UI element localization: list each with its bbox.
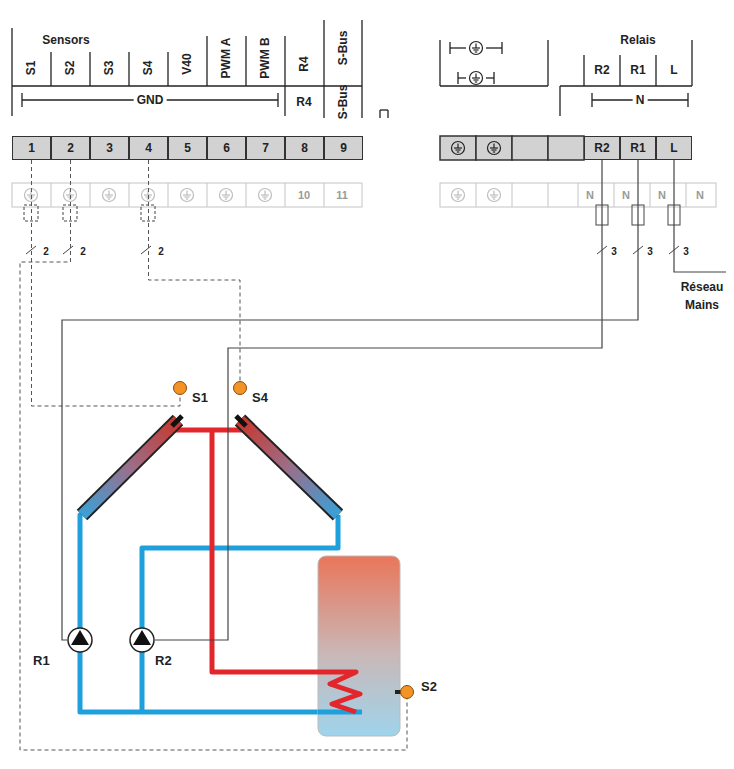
terminal-number: 2 bbox=[67, 141, 74, 155]
panel-label: 11 bbox=[336, 190, 348, 201]
terminal-number: R1 bbox=[630, 141, 645, 155]
terminal-name: S-Bus bbox=[337, 85, 349, 120]
terminal-number: L bbox=[670, 141, 677, 155]
terminal-box: 8 bbox=[285, 136, 324, 160]
terminal-number: 8 bbox=[301, 141, 308, 155]
terminal-name: PWM B bbox=[259, 37, 271, 78]
terminal-name: R4 bbox=[298, 56, 310, 71]
sensor-cable bbox=[149, 160, 241, 381]
cable-clamps bbox=[24, 205, 680, 254]
terminal-number: 6 bbox=[223, 141, 230, 155]
pump-icon bbox=[129, 627, 155, 653]
relay-cable bbox=[62, 160, 638, 640]
terminal-name: S3 bbox=[103, 61, 115, 76]
lower-terminal-row bbox=[12, 183, 716, 207]
terminal-box: 3 bbox=[90, 136, 129, 160]
terminal-box: 1 bbox=[12, 136, 51, 160]
terminal-box: 7 bbox=[246, 136, 285, 160]
panel-label: Réseau bbox=[681, 281, 724, 293]
cable-count: 3 bbox=[683, 247, 689, 257]
sensor-dot: S2 bbox=[400, 685, 414, 699]
pump-symbol: R2 bbox=[129, 627, 155, 653]
terminal-number: 5 bbox=[184, 141, 191, 155]
terminal-number: 9 bbox=[340, 141, 347, 155]
panel-label: GND bbox=[134, 94, 167, 106]
component-label: S4 bbox=[252, 391, 268, 404]
panel-label: N bbox=[586, 190, 594, 201]
panel-label: 10 bbox=[298, 190, 310, 201]
terminal-box: L bbox=[656, 136, 692, 160]
sensor-cable bbox=[20, 160, 407, 750]
terminal-name: PWM A bbox=[220, 38, 232, 79]
panel-label: Relais bbox=[620, 34, 655, 46]
relay-cable bbox=[155, 160, 602, 640]
terminal-box: 4 bbox=[129, 136, 168, 160]
panel-label: L bbox=[670, 64, 677, 76]
sensor-dot: S4 bbox=[233, 381, 247, 395]
panel-label: R1 bbox=[630, 64, 645, 76]
panel-label: N bbox=[696, 190, 704, 201]
panel-label: R4 bbox=[296, 96, 311, 108]
terminal-box: 5 bbox=[168, 136, 207, 160]
terminal-number: 4 bbox=[145, 141, 152, 155]
terminal-box: R1 bbox=[620, 136, 656, 160]
terminal-name: S-Bus bbox=[337, 31, 349, 66]
terminal-box: 6 bbox=[207, 136, 246, 160]
component-label: S1 bbox=[192, 391, 208, 404]
hydraulic-circuit bbox=[80, 416, 402, 736]
terminal-box: 9 bbox=[324, 136, 363, 160]
pump-icon bbox=[67, 627, 93, 653]
mains-wire bbox=[674, 160, 726, 272]
terminal-number: 7 bbox=[262, 141, 269, 155]
terminal-name: V40 bbox=[181, 53, 193, 74]
cable-count: 2 bbox=[158, 247, 164, 257]
component-label: S2 bbox=[421, 680, 437, 693]
terminal-name: S1 bbox=[25, 61, 37, 76]
panel-label: R2 bbox=[594, 64, 609, 76]
panel-label: Mains bbox=[685, 299, 719, 311]
sensor-cable bbox=[32, 160, 181, 406]
component-label: R1 bbox=[33, 654, 50, 667]
pump-symbol: R1 bbox=[67, 627, 93, 653]
terminal-number: R2 bbox=[594, 141, 609, 155]
panel-label: N bbox=[633, 94, 648, 106]
terminal-name: S2 bbox=[64, 61, 76, 76]
component-label: R2 bbox=[155, 654, 172, 667]
cable-count: 3 bbox=[647, 247, 653, 257]
sensor-dot: S1 bbox=[173, 381, 187, 395]
terminal-box: 2 bbox=[51, 136, 90, 160]
terminal-number: 3 bbox=[106, 141, 113, 155]
panel-label: N bbox=[622, 190, 630, 201]
terminal-number: 1 bbox=[28, 141, 35, 155]
cable-count: 2 bbox=[43, 247, 49, 257]
terminal-box: R2 bbox=[584, 136, 620, 160]
panel-label: Sensors bbox=[42, 34, 89, 46]
cable-count: 3 bbox=[611, 247, 617, 257]
cable-count: 2 bbox=[80, 247, 86, 257]
panel-label: N bbox=[658, 190, 666, 201]
terminal-name: S4 bbox=[142, 61, 154, 76]
controller-header bbox=[12, 20, 692, 118]
earth-terminals bbox=[440, 136, 584, 160]
